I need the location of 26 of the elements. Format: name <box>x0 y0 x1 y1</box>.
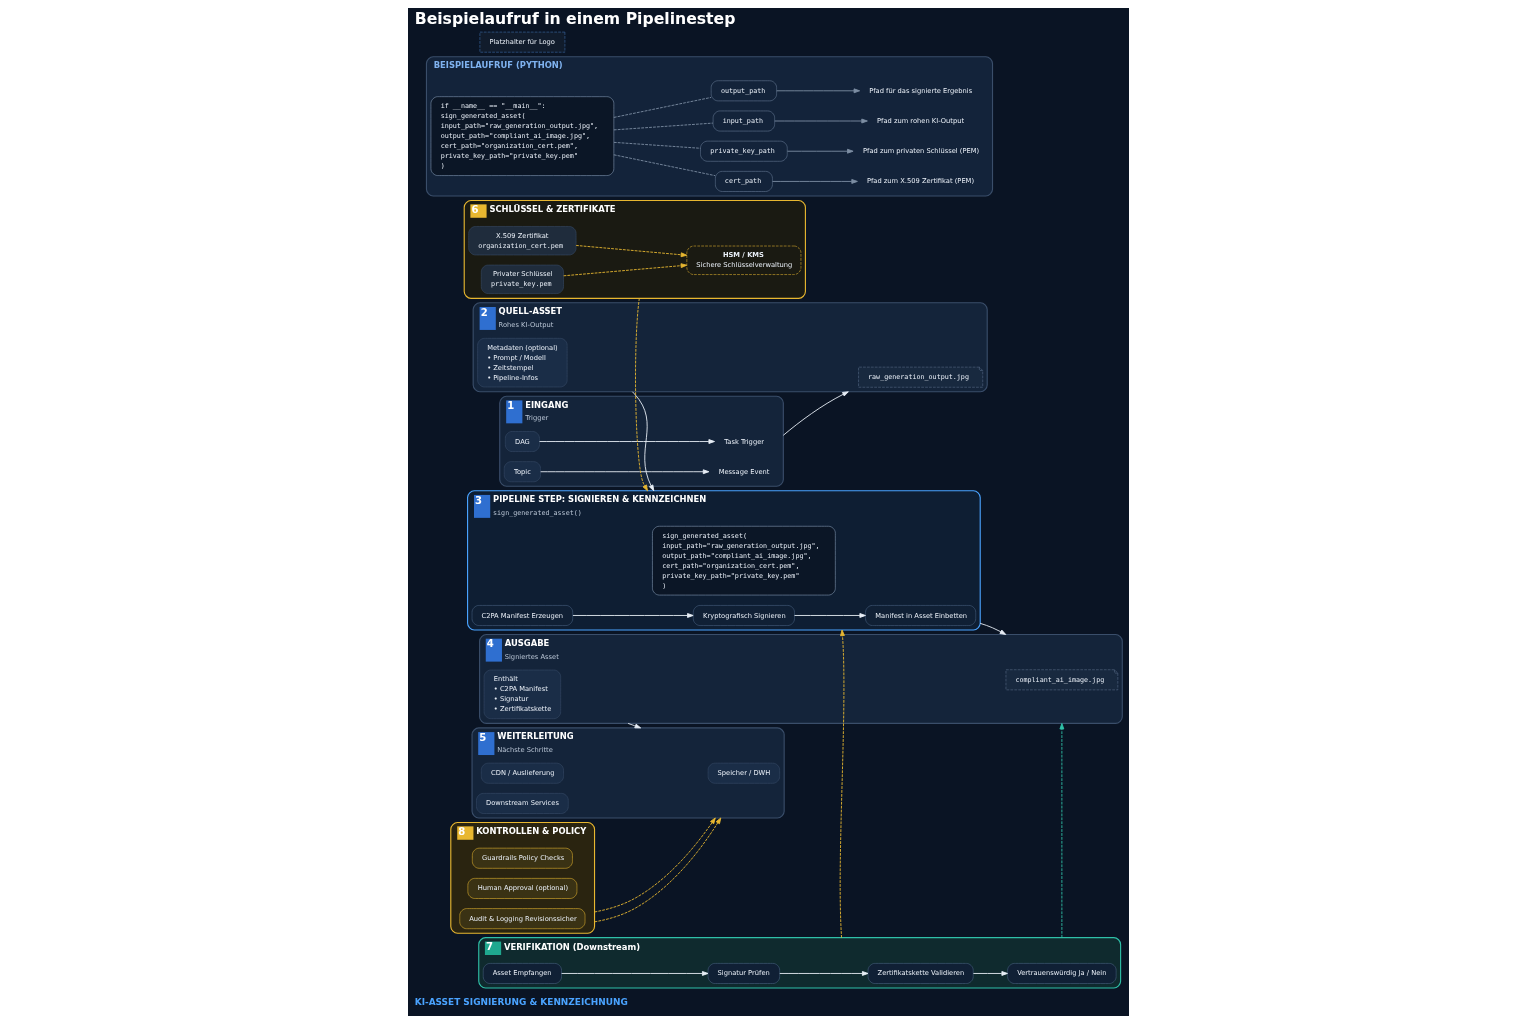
connector <box>612 141 701 149</box>
arrow <box>775 88 860 94</box>
arrow <box>634 297 648 492</box>
arrow <box>782 391 849 436</box>
arrow <box>562 263 687 277</box>
arrow <box>839 629 845 939</box>
label: KI-ASSET SIGNIERUNG & KENNZEICHNUNG <box>414 997 628 1008</box>
arrow <box>786 148 854 154</box>
arrow <box>631 391 654 492</box>
arrow <box>627 723 641 729</box>
arrow <box>972 971 1008 976</box>
arrow <box>538 439 715 444</box>
arrow <box>793 613 866 618</box>
arrow <box>560 971 708 976</box>
arrow <box>771 179 858 184</box>
arrow <box>778 971 868 976</box>
connector <box>612 154 716 177</box>
connector <box>612 97 711 118</box>
arrow <box>575 245 687 258</box>
connector <box>612 122 713 131</box>
arrow <box>1058 723 1064 939</box>
arrow <box>539 469 709 475</box>
arrow <box>773 118 868 124</box>
arrow <box>572 613 694 618</box>
diagram-title: Beispielaufruf in einem Pipelinestep <box>414 9 735 29</box>
arrow <box>979 622 1006 635</box>
